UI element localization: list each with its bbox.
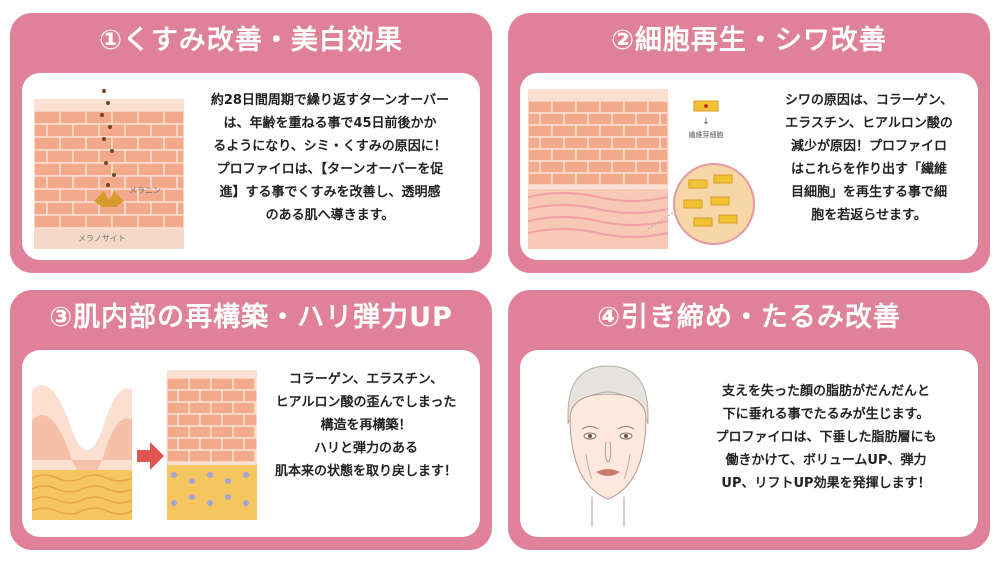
skin-layer-illustration: メラニン メラノサイト bbox=[33, 81, 185, 249]
card-title: ③肌内部の再構築・ハリ弾力UP bbox=[49, 302, 453, 333]
fibroblast-zoom-illustration: ↓ 繊維芽細胞 bbox=[527, 79, 756, 251]
card-description: 約28日間周期で繰り返すターンオーバー は、年齢を重ねる事で45日前後かか るよ… bbox=[210, 93, 450, 223]
card-body: ↓ 繊維芽細胞 シワの原因は、コラーゲン、 エラスチン、ヒアルロン酸の 減少が原… bbox=[520, 73, 978, 260]
melanin-label: メラニン bbox=[129, 186, 161, 195]
card-description: 支えを失った顔の脂肪がだんだんと 下に垂れる事でたるみが生じます。 プロファイロ… bbox=[715, 384, 937, 491]
card-body: 支えを失った顔の脂肪がだんだんと 下に垂れる事でたるみが生じます。 プロファイロ… bbox=[520, 350, 978, 537]
card-body: メラニン メラノサイト 約28日間周期で繰り返すターンオーバー は、年齢を重ねる… bbox=[22, 73, 480, 260]
card-description: シワの原因は、コラーゲン、 エラスチン、ヒアルロン酸の 減少が原因！プロファイロ… bbox=[784, 93, 954, 223]
melanocyte-label: メラノサイト bbox=[78, 234, 126, 243]
card-cell-regeneration: ②細胞再生・シワ改善 ↓ 繊維芽細胞 シワの原因は、コラーゲン、 エラスチン、ヒ… bbox=[508, 13, 990, 273]
card-title: ②細胞再生・シワ改善 bbox=[611, 25, 887, 56]
card-title: ①くすみ改善・美白効果 bbox=[99, 25, 403, 56]
card-brightening: ①くすみ改善・美白効果 メラニン メラノサイト 約28日間周期で繰り返すターンオ… bbox=[10, 13, 492, 273]
card-body: コラーゲン、エラスチン、 ヒアルロン酸の歪んでしまった 構造を再構築！ ハリと弾… bbox=[22, 350, 480, 537]
card-description: コラーゲン、エラスチン、 ヒアルロン酸の歪んでしまった 構造を再構築！ ハリと弾… bbox=[274, 372, 457, 479]
skin-restructure-illustration bbox=[31, 360, 258, 520]
card-firming: ④引き締め・たるみ改善 支えを失った顔の脂肪がだんだんと 下に垂れる事でたるみが… bbox=[508, 290, 990, 550]
elderly-face-illustration bbox=[548, 354, 668, 526]
card-title: ④引き締め・たるみ改善 bbox=[597, 302, 901, 333]
arrow-label: ↓ bbox=[702, 117, 710, 127]
fibroblast-label: 繊維芽細胞 bbox=[689, 130, 724, 139]
card-restructure: ③肌内部の再構築・ハリ弾力UP コラーゲン、エラスチン、 ヒアルロン酸の歪んでし… bbox=[10, 290, 492, 550]
